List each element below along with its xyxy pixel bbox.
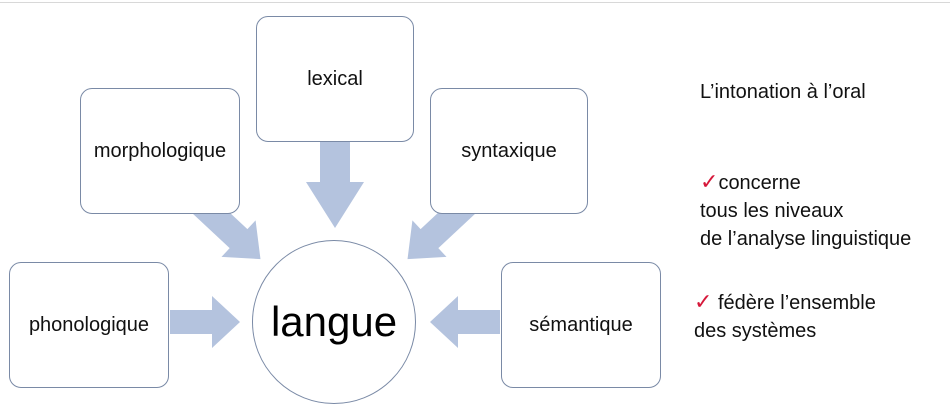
checkmark-icon: ✓ [700, 169, 719, 194]
node-semantique-label: sémantique [529, 313, 633, 336]
node-syntaxique-label: syntaxique [461, 139, 557, 162]
note-point-1-line-2: tous les niveaux [700, 200, 844, 222]
node-phonologique-label: phonologique [28, 313, 150, 336]
note-point-2-line-2: des systèmes [694, 320, 817, 342]
top-divider [0, 2, 950, 3]
arrow-phonologique [170, 296, 240, 348]
node-morphologique-label: morphologique [93, 139, 227, 162]
note-point-2: ✓ fédère l’ensemble des systèmes [694, 288, 876, 345]
note-point-2-line-1: fédère l’ensemble [712, 292, 876, 314]
note-point-1-line-3: de l’analyse linguistique [700, 228, 912, 250]
notes-title: L’intonation à l’oral [700, 81, 866, 103]
node-semantique: sémantique [501, 262, 661, 388]
arrow-semantique [430, 296, 500, 348]
checkmark-icon: ✓ [694, 289, 713, 314]
node-morphologique: morphologique [80, 88, 240, 214]
node-lexical: lexical [256, 16, 414, 142]
arrow-lexical [306, 142, 364, 228]
note-point-1-line-1: concerne [718, 172, 801, 194]
center-node-langue: langue [252, 240, 416, 404]
note-point-1: ✓concerne tous les niveaux de l’analyse … [700, 168, 911, 253]
node-lexical-label: lexical [307, 67, 363, 90]
center-node-label: langue [270, 298, 398, 345]
node-phonologique: phonologique [9, 262, 169, 388]
node-syntaxique: syntaxique [430, 88, 588, 214]
